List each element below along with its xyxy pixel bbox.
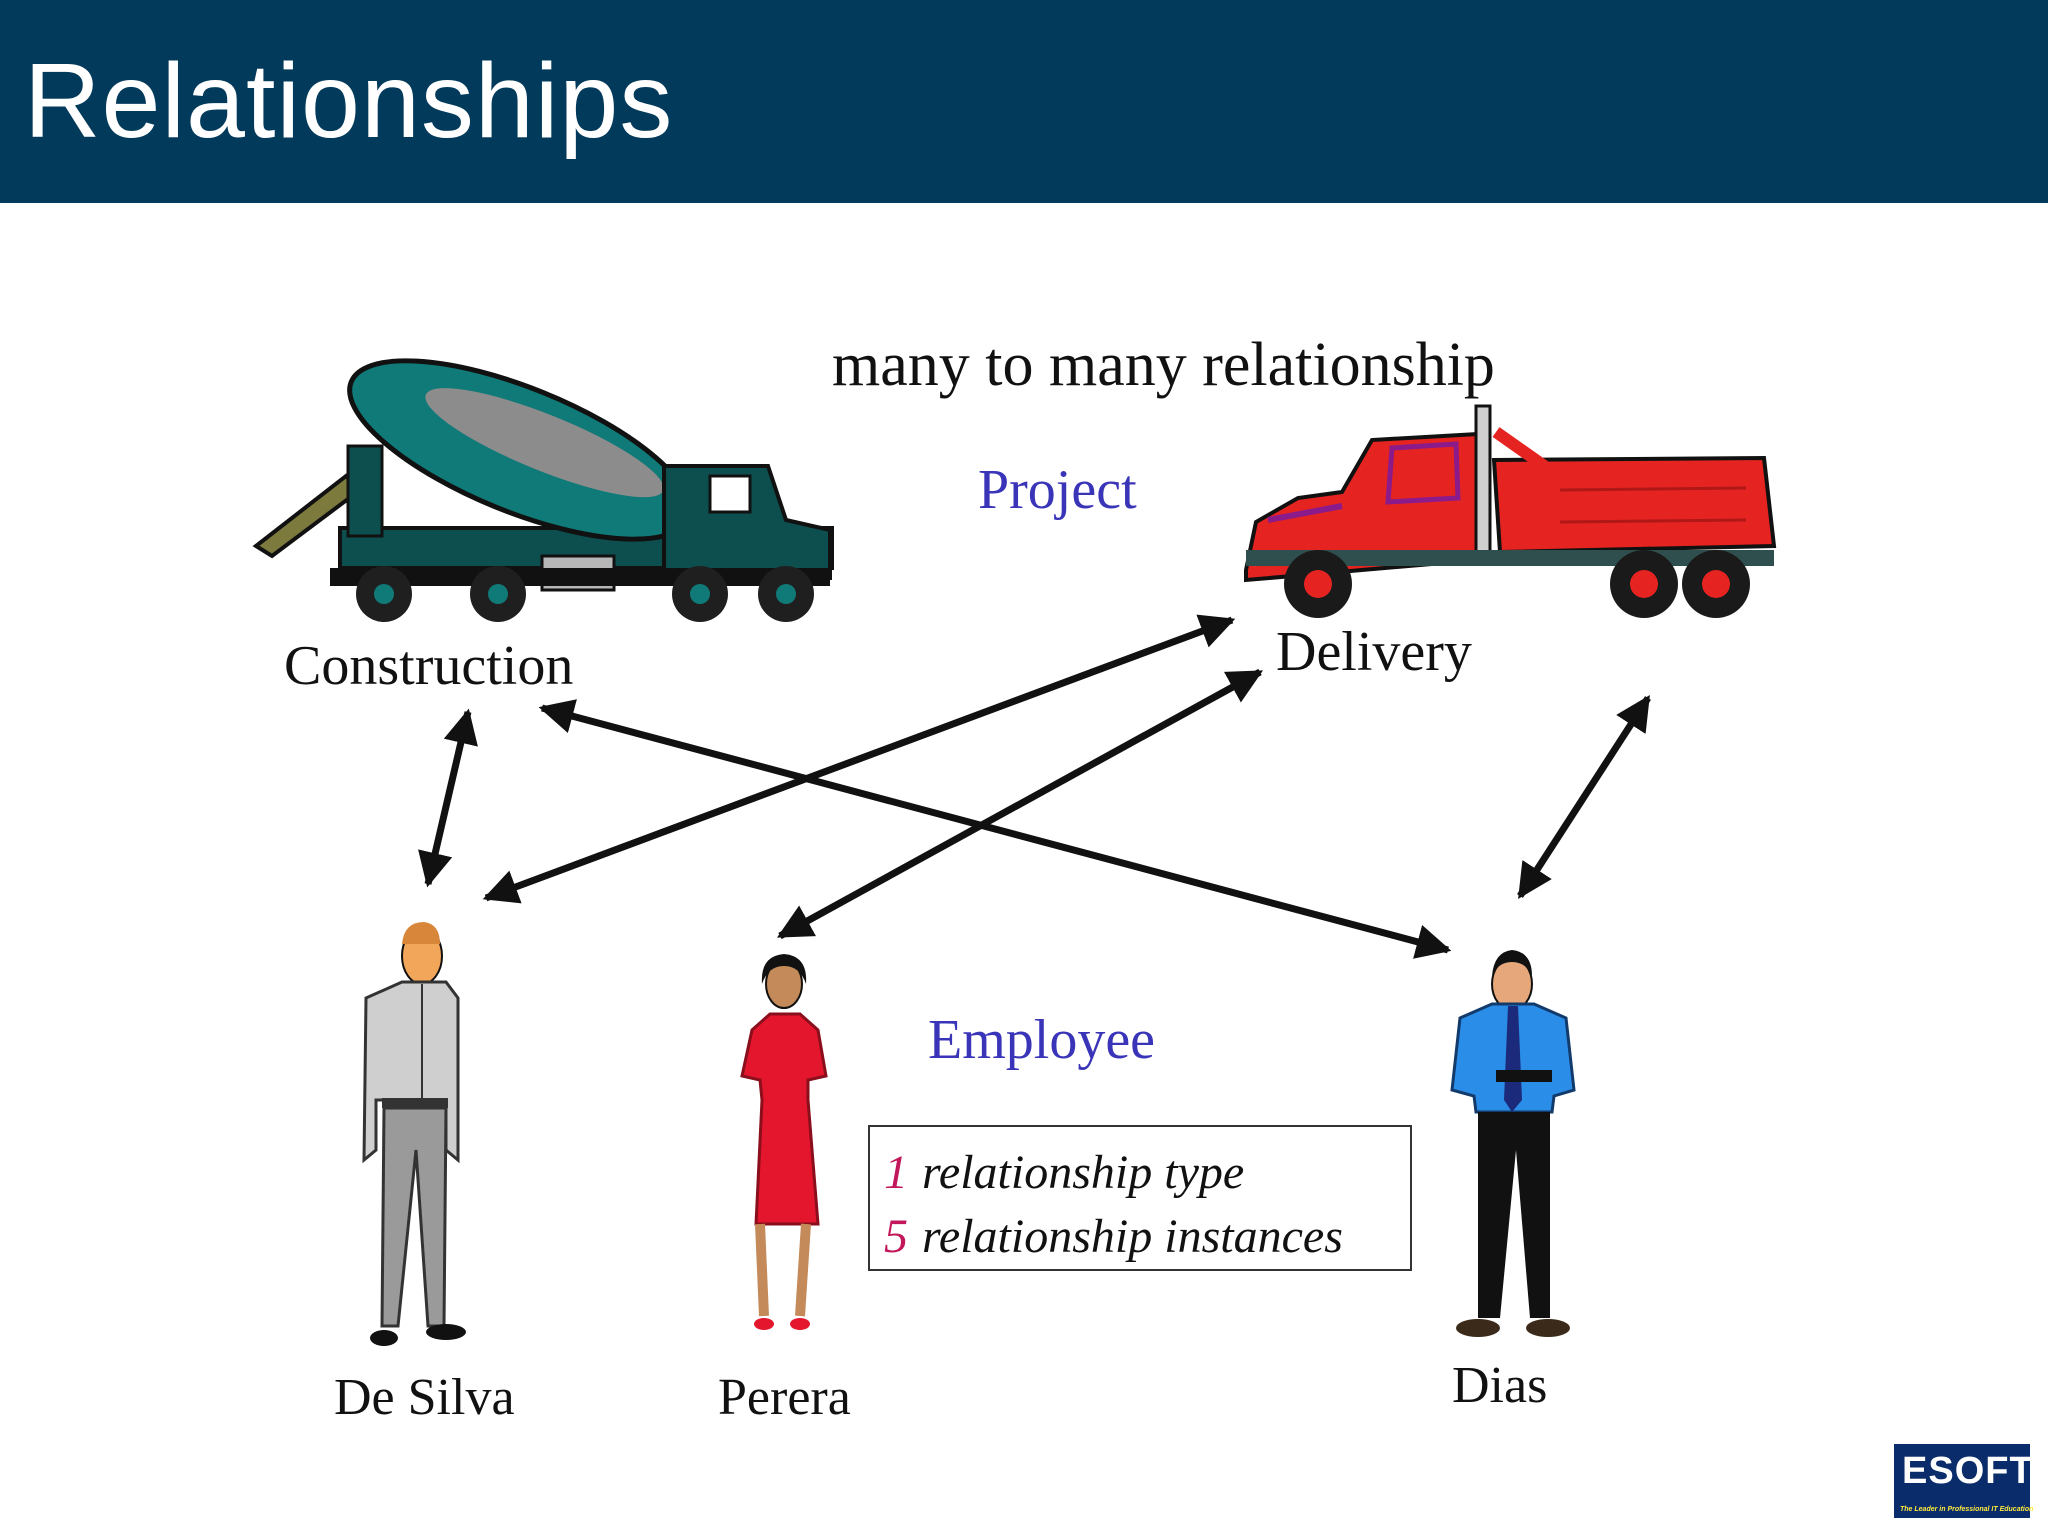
relationship-instances-text: relationship instances bbox=[922, 1210, 1343, 1263]
delivery-project-label: Delivery bbox=[1276, 621, 1472, 683]
relationship-type-count: 1 bbox=[884, 1146, 908, 1199]
relationship-type-text: relationship type bbox=[922, 1146, 1245, 1199]
dump-truck-icon bbox=[1244, 404, 1777, 618]
cement-mixer-truck-icon bbox=[252, 358, 834, 622]
relationship-instances-count: 5 bbox=[884, 1210, 908, 1263]
employee-de-silva-label: De Silva bbox=[334, 1369, 515, 1426]
title-bar: Relationships bbox=[0, 0, 2048, 203]
arrow-delivery-perera bbox=[776, 668, 1264, 940]
woman-in-red-dress-icon bbox=[740, 954, 828, 1330]
arrow-delivery-dias bbox=[1517, 695, 1651, 899]
logo-text: ESOFT bbox=[1902, 1450, 2034, 1492]
construction-project-label: Construction bbox=[284, 635, 574, 697]
relationship-instances-line: 5 relationship instances bbox=[884, 1213, 1343, 1261]
employee-dias-label: Dias bbox=[1452, 1357, 1548, 1414]
man-in-grey-suit-icon bbox=[362, 922, 466, 1346]
arrow-construction-desilva bbox=[418, 708, 478, 888]
logo-tagline: The Leader in Professional IT Education bbox=[1900, 1506, 2034, 1513]
diagram-heading: many to many relationship bbox=[832, 331, 1495, 399]
employee-entity-label: Employee bbox=[928, 1009, 1156, 1071]
relationship-info-box: 1 relationship type 5 relationship instanc… bbox=[868, 1125, 1412, 1271]
esoft-logo: ESOFT The Leader in Professional IT Educ… bbox=[1894, 1444, 2034, 1518]
man-in-blue-shirt-icon bbox=[1450, 950, 1576, 1337]
relationship-arrows bbox=[418, 614, 1651, 959]
arrow-delivery-desilva bbox=[482, 614, 1236, 904]
employee-perera-label: Perera bbox=[718, 1369, 851, 1426]
page-title: Relationships bbox=[24, 42, 674, 160]
relationship-type-line: 1 relationship type bbox=[884, 1149, 1244, 1197]
project-entity-label: Project bbox=[978, 459, 1137, 521]
